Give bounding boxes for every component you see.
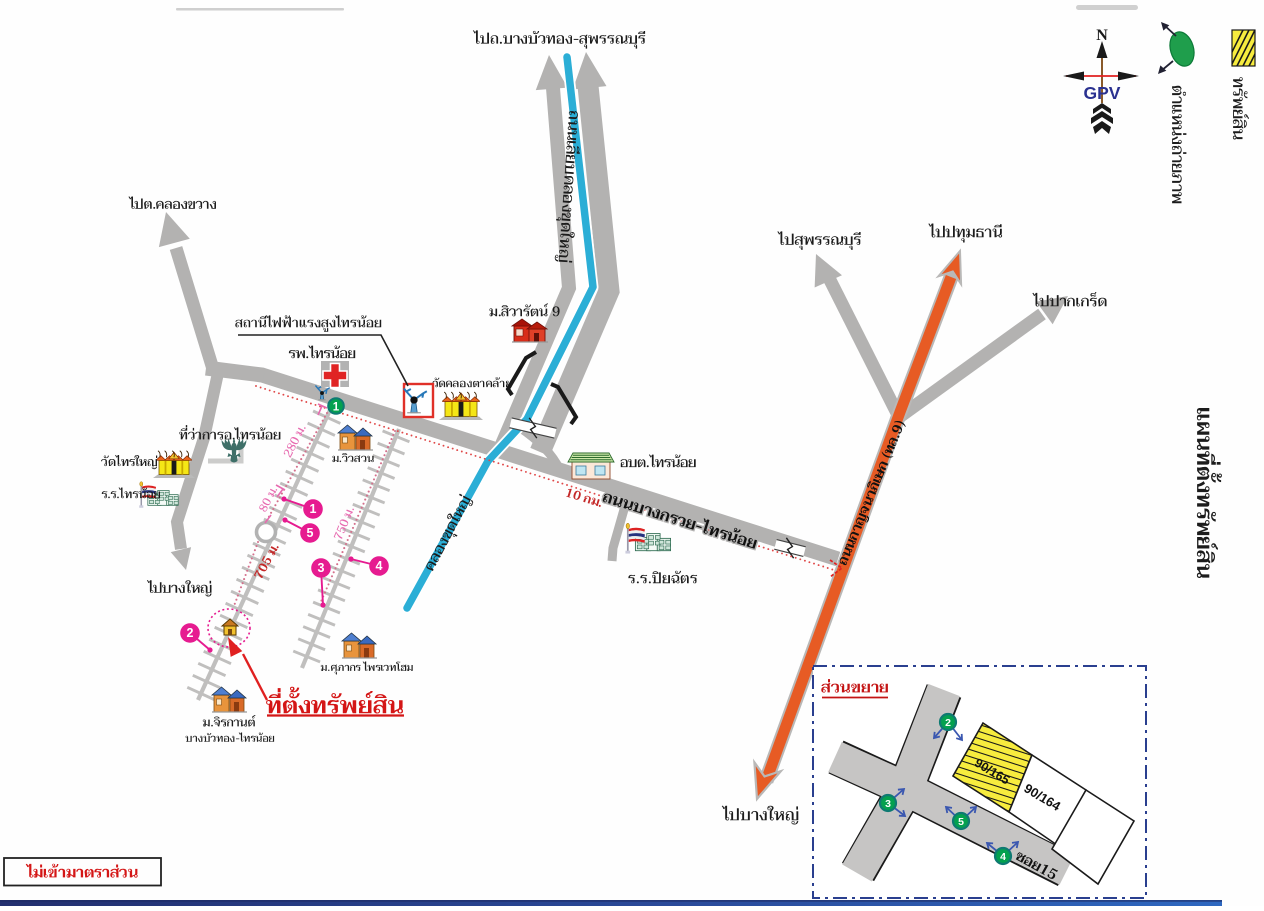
svg-text:1: 1 (333, 402, 340, 414)
svg-text:GPV: GPV (1084, 83, 1121, 103)
svg-text:2: 2 (945, 717, 951, 729)
svg-text:1: 1 (310, 502, 317, 516)
svg-text:2: 2 (187, 626, 194, 640)
svg-text:5: 5 (958, 816, 964, 828)
svg-text:4: 4 (1000, 851, 1006, 863)
svg-text:3: 3 (318, 561, 325, 575)
svg-text:5: 5 (307, 526, 314, 540)
svg-text:N: N (1096, 27, 1108, 44)
svg-text:3: 3 (885, 798, 891, 810)
svg-text:4: 4 (376, 559, 383, 573)
